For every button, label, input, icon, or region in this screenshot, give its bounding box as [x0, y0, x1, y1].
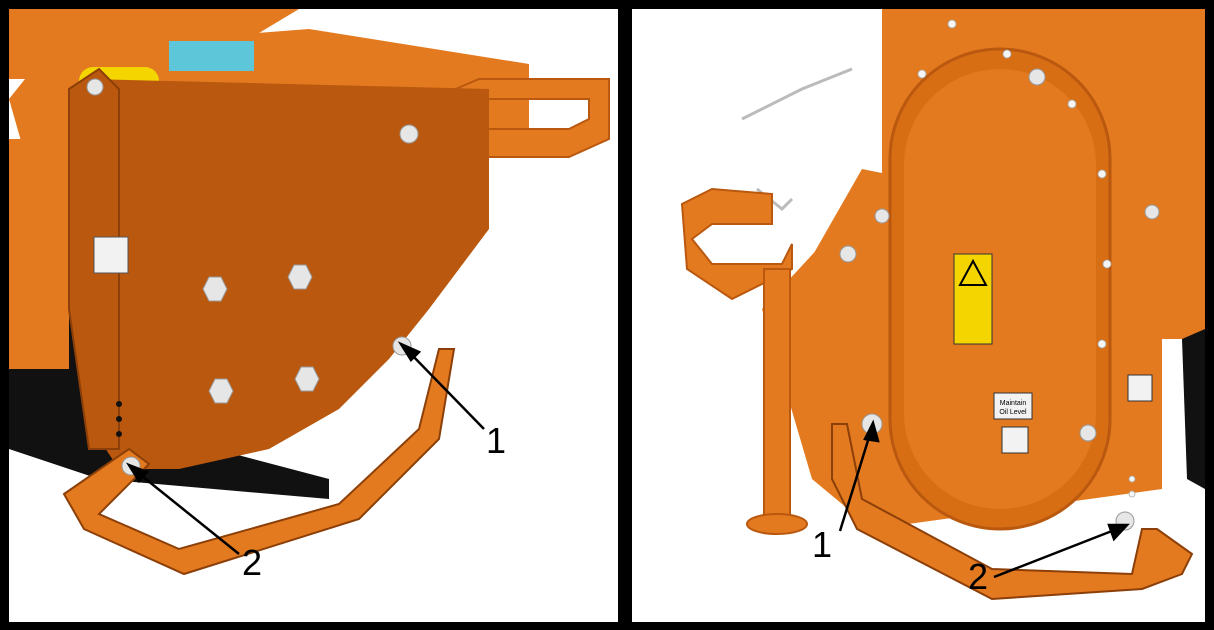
adjust-hole	[1128, 475, 1136, 483]
oil-decal-line-1: Maintain	[1000, 400, 1027, 407]
bolt	[294, 366, 320, 392]
adjust-hole	[116, 431, 122, 437]
side-decal	[1127, 374, 1153, 402]
stand-foot	[746, 513, 808, 535]
right-illustration: Maintain Oil Level	[680, 9, 1205, 601]
left-illustration-panel: 1 2	[9, 9, 618, 622]
callout-label-1: 1	[486, 420, 506, 461]
callout-arrow-1	[408, 351, 485, 430]
adjust-hole	[116, 401, 122, 407]
warning-decal	[953, 253, 993, 345]
machine-top	[9, 9, 299, 79]
warning-triangle-icon	[958, 258, 988, 286]
bolt	[874, 208, 890, 224]
tine-shadow	[1182, 329, 1205, 489]
bolt	[839, 245, 857, 263]
symbol-decal	[1001, 426, 1029, 454]
oil-level-decal	[993, 392, 1033, 420]
callout-label-2: 2	[242, 542, 262, 583]
bolt	[86, 78, 104, 96]
callout-label-1: 1	[812, 524, 832, 565]
rivet	[1097, 169, 1107, 179]
rivet	[917, 69, 927, 79]
rivet	[1002, 49, 1012, 59]
bolt	[1079, 424, 1097, 442]
callout-arrow-1	[838, 433, 872, 532]
bolt	[287, 264, 313, 290]
bolt	[1028, 68, 1046, 86]
arrowhead	[1107, 523, 1130, 542]
arrowhead	[863, 419, 880, 443]
warning-label	[93, 236, 129, 274]
callout-arrow-2	[993, 527, 1118, 579]
safety-chain	[741, 67, 853, 121]
bolt	[202, 276, 228, 302]
adjust-hole	[116, 416, 122, 422]
bolt	[208, 378, 234, 404]
rivet	[947, 19, 957, 29]
arrowhead	[125, 462, 150, 484]
callout-label-2: 2	[968, 556, 988, 597]
frame-arm	[782, 169, 912, 409]
parking-stand	[763, 268, 791, 520]
callout-arrow-2	[136, 471, 240, 555]
rivet	[1097, 339, 1107, 349]
left-illustration: 1 2	[9, 9, 610, 583]
side-frame	[9, 139, 69, 369]
bolt	[399, 124, 419, 144]
gearbox-cover-inner	[904, 69, 1096, 509]
oil-decal-line-2: Oil Level	[999, 409, 1027, 416]
top-decal	[169, 41, 254, 71]
skid-shoe	[831, 423, 1194, 601]
bolt	[1144, 204, 1160, 220]
right-illustration-panel: Maintain Oil Level	[632, 9, 1205, 622]
arrowhead	[397, 341, 422, 362]
rivet	[1067, 99, 1077, 109]
adjust-hole	[1128, 490, 1136, 498]
rivet	[1102, 259, 1112, 269]
